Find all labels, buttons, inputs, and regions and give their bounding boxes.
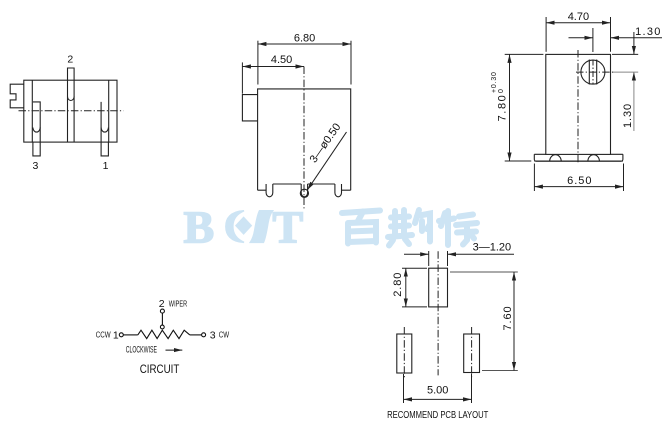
svg-text:WIPER: WIPER xyxy=(169,301,187,309)
svg-text:3: 3 xyxy=(210,329,216,341)
svg-text:6.50: 6.50 xyxy=(567,175,592,187)
svg-text:3: 3 xyxy=(32,160,38,172)
svg-text:1: 1 xyxy=(103,160,109,172)
svg-text:+0.30: +0.30 xyxy=(491,71,498,93)
svg-text:5.00: 5.00 xyxy=(427,385,448,397)
svg-text:2: 2 xyxy=(67,53,73,65)
svg-text:CCW: CCW xyxy=(96,331,111,340)
svg-text:CIRCUIT: CIRCUIT xyxy=(140,363,180,376)
svg-text:CW: CW xyxy=(219,331,230,340)
svg-text:2: 2 xyxy=(159,298,165,310)
svg-text:T: T xyxy=(273,201,304,252)
svg-text:RECOMMEND PCB LAYOUT: RECOMMEND PCB LAYOUT xyxy=(387,409,488,420)
svg-text:B: B xyxy=(184,201,215,252)
svg-text:CLOCKWISE: CLOCKWISE xyxy=(126,344,157,355)
svg-text:6.80: 6.80 xyxy=(294,32,315,44)
svg-text:7.60: 7.60 xyxy=(502,305,514,330)
svg-text:1.30: 1.30 xyxy=(622,103,634,128)
svg-text:7.80: 7.80 xyxy=(497,94,509,122)
svg-text:4.50: 4.50 xyxy=(271,54,292,66)
svg-text:4.70: 4.70 xyxy=(568,11,589,23)
svg-text:1: 1 xyxy=(113,329,119,341)
svg-text:1.30: 1.30 xyxy=(635,26,662,38)
svg-text:3—1.20: 3—1.20 xyxy=(473,242,512,254)
svg-text:0: 0 xyxy=(498,89,505,93)
svg-text:2.80: 2.80 xyxy=(392,272,404,297)
